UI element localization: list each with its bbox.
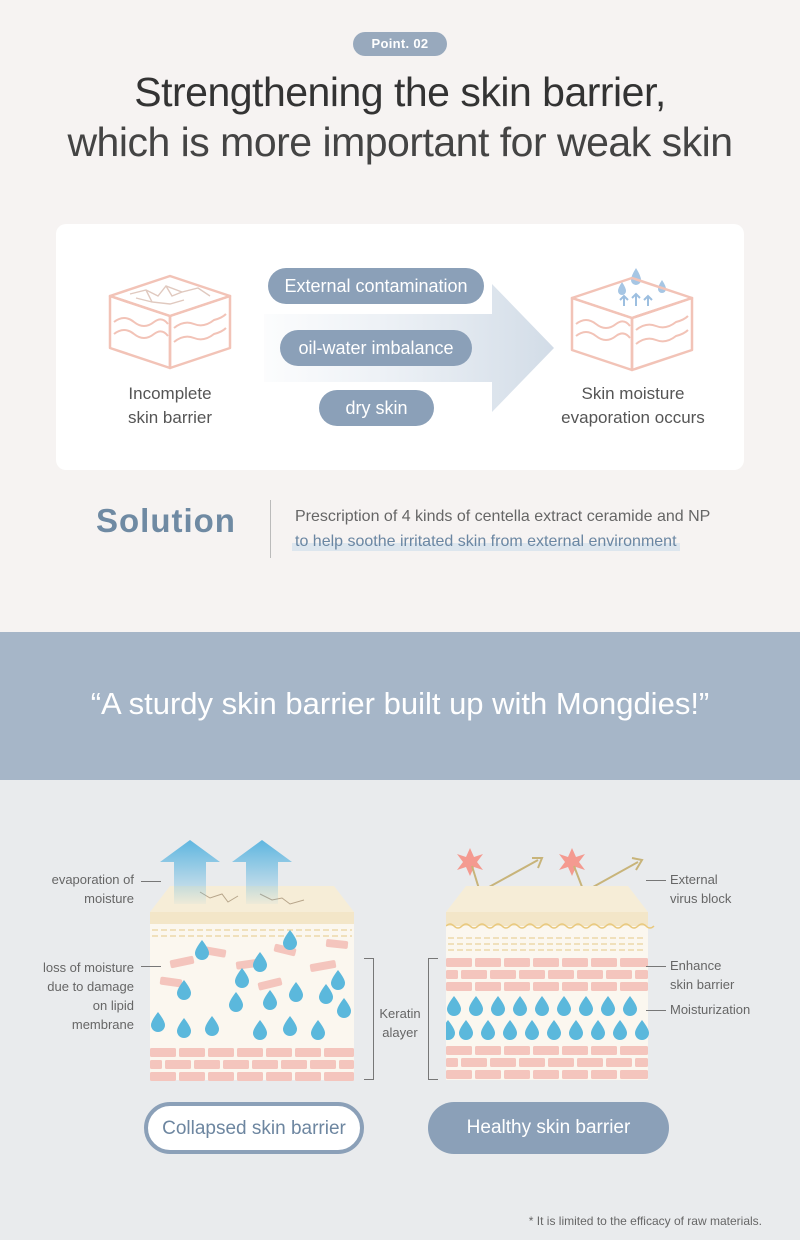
virus-leader-line xyxy=(646,880,666,881)
moisture-loss-leader-line xyxy=(141,966,161,967)
healthy-barrier-label: Healthy skin barrier xyxy=(428,1102,669,1154)
evaporating-skin-cube-icon xyxy=(570,268,694,372)
evaporation-label-line-2: moisture xyxy=(84,891,134,906)
virus-block-label-line-1: External xyxy=(670,872,718,887)
incomplete-barrier-caption: Incomplete skin barrier xyxy=(96,382,244,430)
cracked-skin-cube-icon xyxy=(108,274,232,370)
keratin-bracket-right xyxy=(428,958,438,1080)
enhance-leader-line xyxy=(646,966,666,967)
keratin-layer-label: Keratin alayer xyxy=(376,1004,424,1042)
evaporation-caption-line-1: Skin moisture xyxy=(581,384,685,403)
headline-line-2: which is more important for weak skin xyxy=(67,119,733,165)
solution-title: Solution xyxy=(96,502,236,539)
solution-text-line-1: Prescription of 4 kinds of centella extr… xyxy=(295,508,711,525)
enhance-label-line-2: skin barrier xyxy=(670,977,735,992)
footnote: * It is limited to the efficacy of raw m… xyxy=(528,1214,762,1228)
moisture-loss-label: loss of moisture due to damage on lipid … xyxy=(30,958,134,1034)
healthy-barrier-diagram xyxy=(446,848,655,1080)
cause-pill-dry-skin: dry skin xyxy=(319,390,434,426)
moisture-loss-label-line-2: due to damage xyxy=(47,979,134,994)
moisture-loss-label-line-1: loss of moisture xyxy=(42,960,134,975)
keratin-label-line-2: alayer xyxy=(382,1025,418,1040)
moisture-loss-label-line-4: membrane xyxy=(71,1017,134,1032)
keratin-bracket-left xyxy=(364,958,374,1080)
incomplete-barrier-caption-line-1: Incomplete xyxy=(128,384,212,403)
enhance-barrier-label: Enhance skin barrier xyxy=(670,956,780,994)
evaporation-caption: Skin moisture evaporation occurs xyxy=(540,382,726,430)
barrier-comparison-section: evaporation of moisture loss of moisture… xyxy=(0,780,800,1240)
quote-band: “A sturdy skin barrier built up with Mon… xyxy=(0,632,800,780)
quote-text: “A sturdy skin barrier built up with Mon… xyxy=(90,686,710,721)
evaporation-caption-line-2: evaporation occurs xyxy=(561,408,705,427)
incomplete-barrier-caption-line-2: skin barrier xyxy=(127,408,213,427)
point-badge: Point. 02 xyxy=(353,32,447,56)
solution-text-line-2: to help soothe irritated skin from exter… xyxy=(292,533,680,551)
solution-divider xyxy=(270,500,271,558)
headline-line-1: Strengthening the skin barrier, xyxy=(134,69,666,115)
virus-block-label-line-2: virus block xyxy=(670,891,732,906)
evaporation-label-line-1: evaporation of xyxy=(51,872,134,887)
cause-pill-imbalance: oil-water imbalance xyxy=(280,330,472,366)
barrier-intro-section: Point. 02 Strengthening the skin barrier… xyxy=(56,32,744,558)
moisturization-leader-line xyxy=(646,1010,666,1011)
collapsed-barrier-label: Collapsed skin barrier xyxy=(144,1102,364,1154)
cause-pill-contamination: External contamination xyxy=(268,268,484,304)
enhance-label-line-1: Enhance xyxy=(670,958,722,973)
collapsed-barrier-diagram xyxy=(150,840,354,1081)
virus-block-label: External virus block xyxy=(670,870,780,908)
keratin-label-line-1: Keratin xyxy=(379,1006,421,1021)
moisture-loss-label-line-3: on lipid xyxy=(92,998,134,1013)
moisturization-label: Moisturization xyxy=(670,1002,751,1017)
evaporation-leader-line xyxy=(141,881,161,882)
evaporation-label: evaporation of moisture xyxy=(30,870,134,908)
